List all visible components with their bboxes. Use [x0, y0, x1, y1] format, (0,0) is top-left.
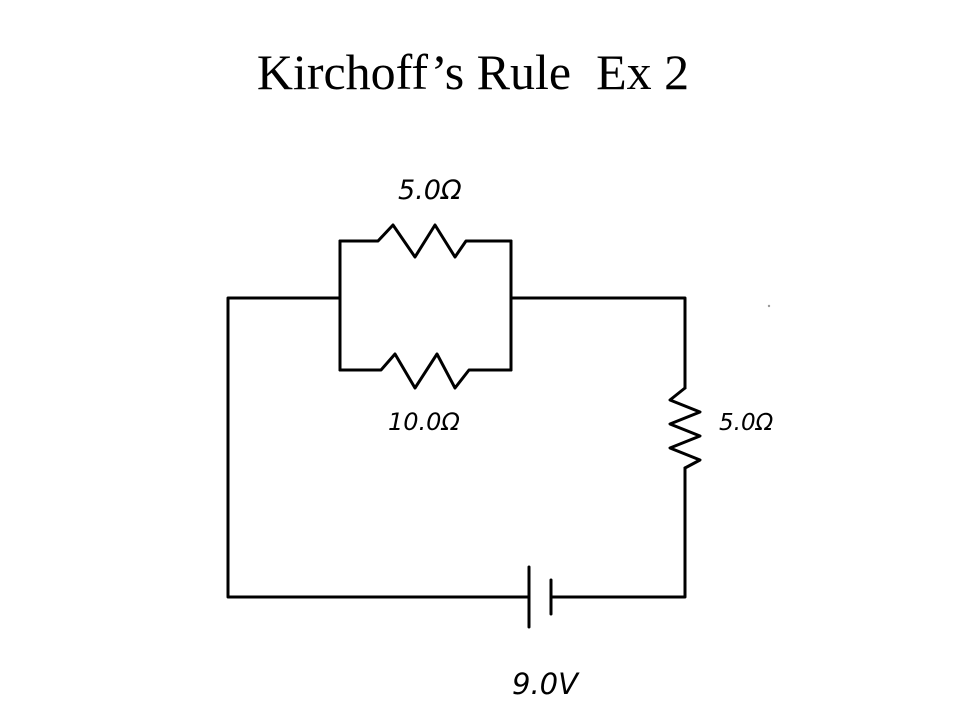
resistor-series-right [668, 386, 702, 470]
wire-right-loop [509, 296, 687, 390]
resistor-parallel-top [338, 223, 513, 259]
label-battery: 9.0V [512, 667, 580, 701]
resistor-parallel-bottom [338, 352, 513, 390]
label-resistor-series-right: 5.0Ω [719, 410, 774, 436]
label-resistor-parallel-top: 5.0Ω [398, 175, 462, 206]
label-resistor-parallel-bottom: 10.0Ω [388, 408, 460, 436]
scan-speck [767, 304, 771, 308]
wire-right-bottom [549, 466, 687, 599]
slide-title: Kirchoff’s Rule Ex 2 [256, 44, 690, 100]
wire-left-top [226, 296, 531, 599]
